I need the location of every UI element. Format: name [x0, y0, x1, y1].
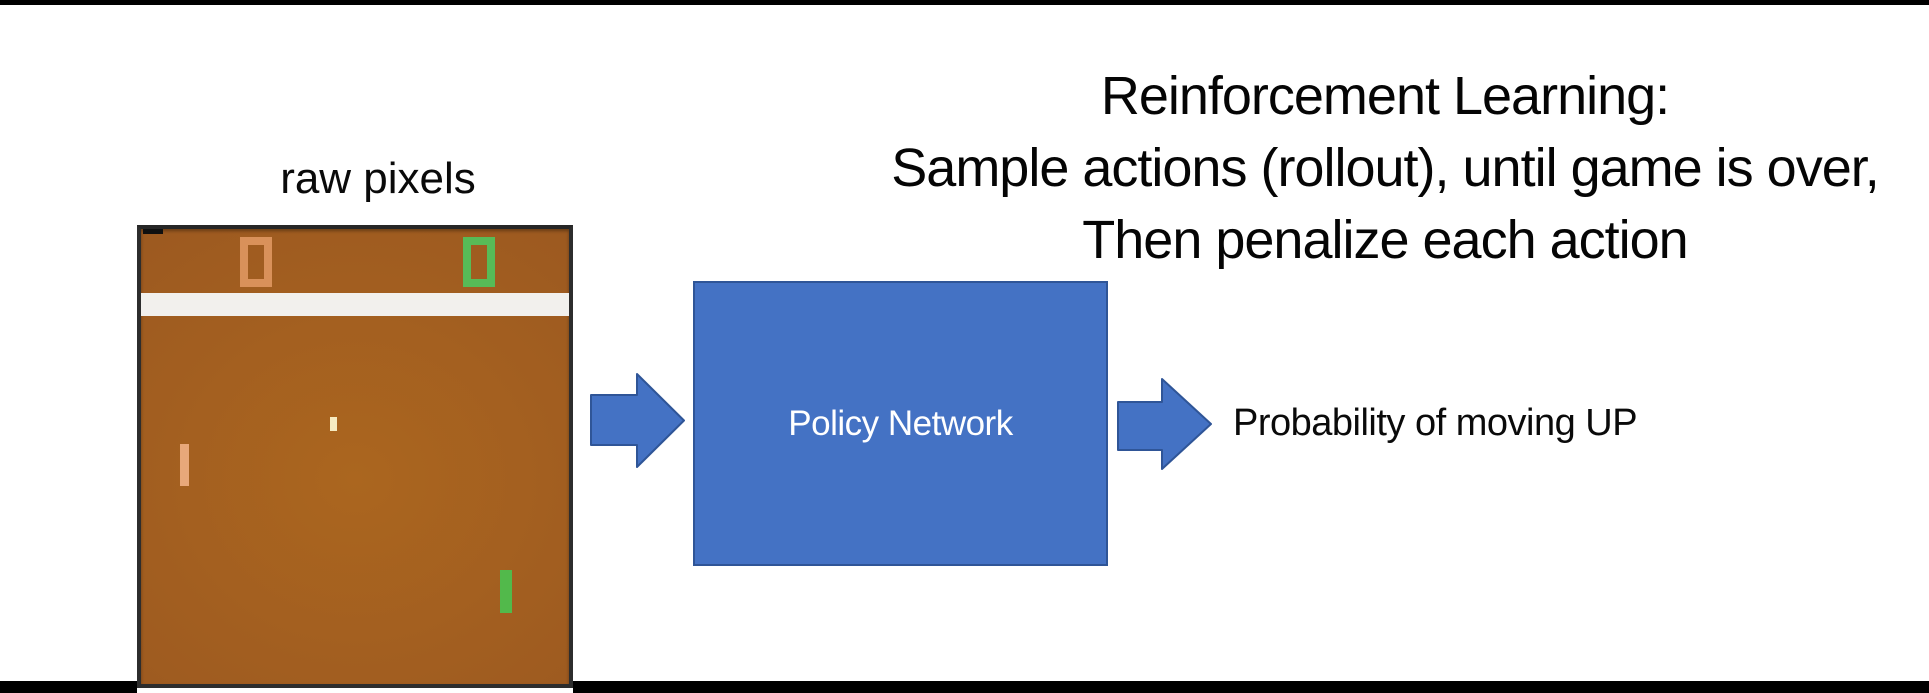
- title-line-3: Then penalize each action: [1082, 210, 1688, 270]
- slide-title: Reinforcement Learning: Sample actions (…: [845, 60, 1925, 276]
- green-paddle: [500, 570, 512, 613]
- policy-network-label: Policy Network: [788, 403, 1013, 443]
- orange-score-zero: [240, 237, 272, 287]
- title-line-2: Sample actions (rollout), until game is …: [891, 138, 1879, 198]
- game-top-left-mark: [143, 229, 163, 234]
- title-line-1: Reinforcement Learning:: [1100, 66, 1670, 126]
- orange-paddle: [180, 444, 189, 486]
- probability-label: Probability of moving UP: [1233, 402, 1638, 444]
- top-black-bar: [0, 0, 1929, 5]
- policy-network-box: Policy Network: [693, 281, 1108, 566]
- green-score-zero: [463, 237, 495, 287]
- raw-pixels-label: raw pixels: [280, 154, 476, 203]
- pong-game-screenshot: [137, 225, 573, 688]
- arrow-right-icon: [1117, 378, 1212, 470]
- ball: [330, 417, 337, 431]
- arrow-right-icon: [590, 373, 685, 468]
- game-divider-band: [141, 293, 569, 316]
